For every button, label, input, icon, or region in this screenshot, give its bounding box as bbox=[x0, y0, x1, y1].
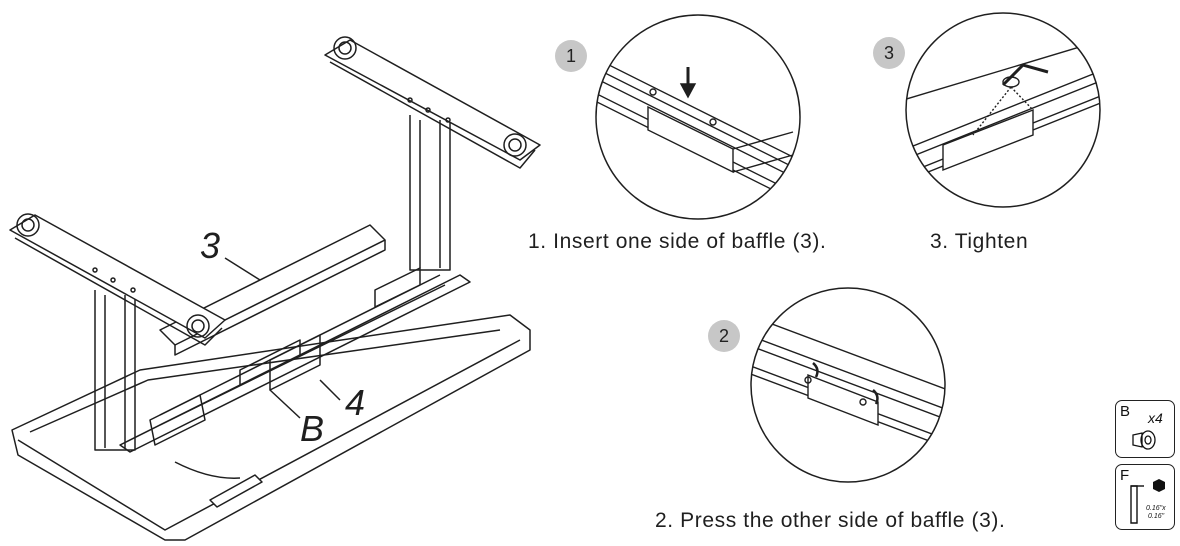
hardware-f-size-line2: 0.16" bbox=[1148, 513, 1165, 520]
step-1-detail-circle bbox=[595, 14, 801, 220]
callout-baffle-label: 3 bbox=[200, 225, 221, 266]
hardware-f-box: F 0.16"x 0.16" bbox=[1115, 464, 1175, 530]
step-1-caption: 1. Insert one side of baffle (3). bbox=[528, 230, 827, 253]
hardware-b-quantity: x4 bbox=[1148, 410, 1163, 426]
step-2-detail-circle bbox=[750, 287, 946, 483]
step-2-caption: 2. Press the other side of baffle (3). bbox=[655, 509, 1006, 532]
allen-key-icon bbox=[1130, 479, 1165, 524]
step-3-caption: 3. Tighten bbox=[930, 230, 1029, 253]
hardware-b-letter: B bbox=[1120, 403, 1131, 420]
step-1-badge: 1 bbox=[555, 40, 587, 72]
callout-beam-label: 4 bbox=[345, 382, 366, 423]
step-3-detail-circle bbox=[905, 12, 1101, 208]
step-2-badge: 2 bbox=[708, 320, 740, 352]
desk-frame-illustration bbox=[9, 36, 541, 541]
hardware-f-size-line1: 0.16"x bbox=[1146, 505, 1166, 512]
hardware-b-box: B x4 bbox=[1115, 400, 1175, 458]
hardware-f-letter: F bbox=[1120, 467, 1130, 484]
step-3-badge: 3 bbox=[873, 37, 905, 69]
bolt-icon bbox=[1132, 430, 1156, 450]
callout-part-b-label: B bbox=[300, 408, 325, 449]
